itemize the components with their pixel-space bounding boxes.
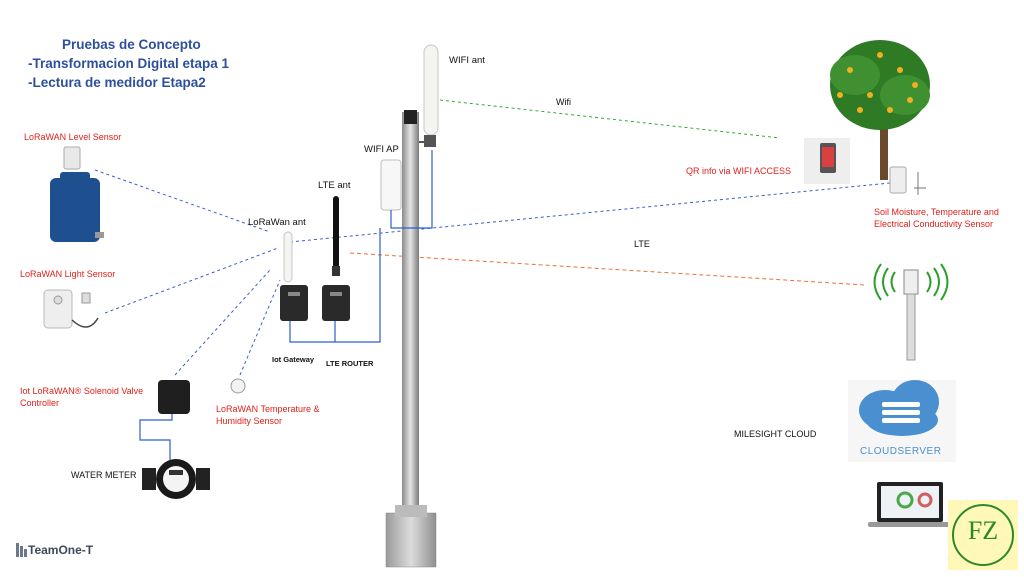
level-sensor-label: LoRaWAN Level Sensor bbox=[24, 132, 122, 142]
lte-antenna-device bbox=[332, 196, 340, 276]
teamone-logo-text: TeamOne-T bbox=[28, 543, 94, 557]
title-line-2: -Transformacion Digital etapa 1 bbox=[28, 56, 230, 71]
lte-ant-label: LTE ant bbox=[318, 180, 351, 191]
cell-tower-illustration bbox=[873, 263, 949, 361]
wifi-link-line bbox=[439, 99, 781, 139]
soil-sensor-device bbox=[889, 166, 926, 195]
cloud-server-illustration bbox=[848, 380, 956, 462]
wifi-antenna-device bbox=[419, 44, 439, 147]
qr-info-label: QR info via WIFI ACCESS bbox=[686, 166, 792, 176]
qr-phone-illustration bbox=[804, 138, 850, 184]
cables bbox=[139, 150, 433, 460]
wifi-ant-label: WIFI ant bbox=[449, 55, 485, 66]
soil-label-line-1: Soil Moisture, Temperature and bbox=[874, 207, 999, 217]
tree-illustration bbox=[830, 40, 930, 180]
temp-label-line-2: Humidity Sensor bbox=[216, 416, 283, 426]
iot-gateway-label: Iot Gateway bbox=[272, 355, 315, 364]
laptop-illustration bbox=[868, 482, 952, 527]
water-meter-device bbox=[142, 459, 210, 499]
fz-logo bbox=[948, 500, 1018, 570]
milesight-cloud-label: MILESIGHT CLOUD bbox=[734, 429, 817, 439]
valve-label-line-1: Iot LoRaWAN® Solenoid Valve bbox=[20, 386, 144, 396]
iot-gateway-device bbox=[280, 285, 308, 321]
lte-link-label: LTE bbox=[634, 239, 650, 249]
light-sensor-label: LoRaWAN Light Sensor bbox=[20, 269, 116, 279]
lorawan-links bbox=[94, 169, 891, 376]
wifi-link-label: Wifi bbox=[556, 97, 571, 107]
title-line-1: Pruebas de Concepto bbox=[62, 37, 201, 52]
valve-label-line-2: Controller bbox=[20, 398, 60, 408]
lte-link-line bbox=[349, 252, 866, 286]
lte-router-device bbox=[322, 285, 350, 321]
wifi-ap-device bbox=[380, 159, 402, 211]
teamone-logo-icon bbox=[16, 543, 27, 557]
temp-humidity-sensor-device bbox=[230, 378, 246, 394]
mast-pole bbox=[385, 110, 437, 568]
title-line-3: -Lectura de medidor Etapa2 bbox=[28, 75, 206, 90]
lorawan-ant-label: LoRaWan ant bbox=[248, 217, 306, 228]
lorawan-antenna-device bbox=[283, 231, 293, 283]
water-tank-device bbox=[50, 146, 104, 242]
lte-router-label: LTE ROUTER bbox=[326, 359, 374, 368]
cloudserver-label: CLOUDSERVER bbox=[860, 446, 942, 457]
temp-label-line-1: LoRaWAN Temperature & bbox=[216, 404, 320, 414]
wifi-ap-label: WIFI AP bbox=[364, 144, 399, 155]
soil-label-line-2: Electrical Conductivity Sensor bbox=[874, 219, 994, 229]
water-meter-label: WATER METER bbox=[71, 470, 137, 480]
fz-logo-text: FZ bbox=[967, 516, 999, 545]
light-sensor-device bbox=[43, 289, 99, 329]
solenoid-valve-device bbox=[158, 380, 190, 414]
